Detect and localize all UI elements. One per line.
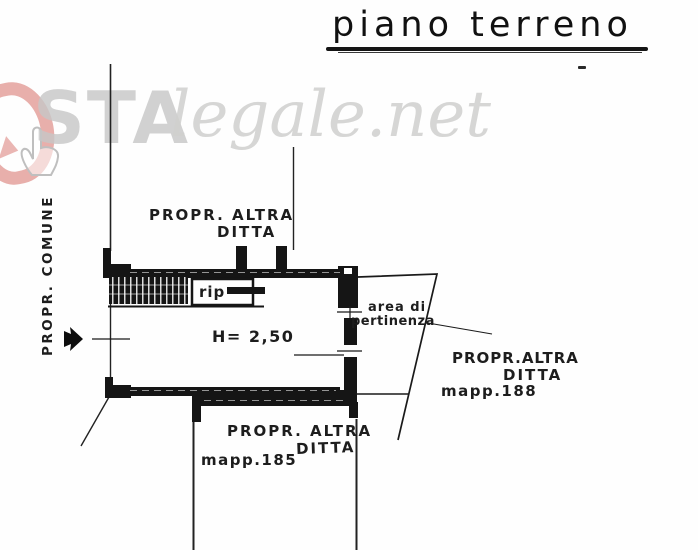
label-pertinence-line1: area di	[368, 300, 427, 315]
label-room-height: H= 2,50	[212, 327, 295, 346]
label-propr-comune: PROPR. COMUNE	[40, 195, 56, 356]
small-dash-mark	[578, 66, 586, 69]
entrance-arrow-icon	[64, 327, 130, 351]
label-right-neighbor-mapp: mapp.188	[441, 382, 538, 400]
label-bottom-neighbor-line2: DITTA	[295, 437, 356, 459]
label-right-neighbor-line2: DITTA	[503, 366, 563, 384]
pertinence-area-outline	[356, 273, 493, 441]
closet-outline	[108, 277, 265, 308]
hand-pointer-icon	[20, 126, 60, 176]
page-title: piano terreno	[332, 5, 633, 45]
label-closet-rip: rip	[199, 283, 226, 301]
hatched-block	[109, 277, 188, 304]
label-top-neighbor-line1: PROPR. ALTRA	[149, 206, 295, 224]
title-underline-thin	[338, 52, 642, 53]
label-pertinence-line2: pertinenza	[351, 314, 435, 329]
title-underline	[326, 47, 648, 51]
label-top-neighbor-line2: DITTA	[217, 223, 277, 241]
label-bottom-neighbor-line1: PROPR. ALTRA	[227, 422, 373, 440]
window-ticks	[294, 306, 362, 356]
watermark-italic-text: legale.net	[170, 78, 491, 152]
wall-hatch-texture	[130, 272, 348, 401]
label-right-neighbor-line1: PROPR.ALTRA	[452, 349, 579, 367]
label-bottom-neighbor-mapp: mapp.185	[201, 451, 298, 469]
